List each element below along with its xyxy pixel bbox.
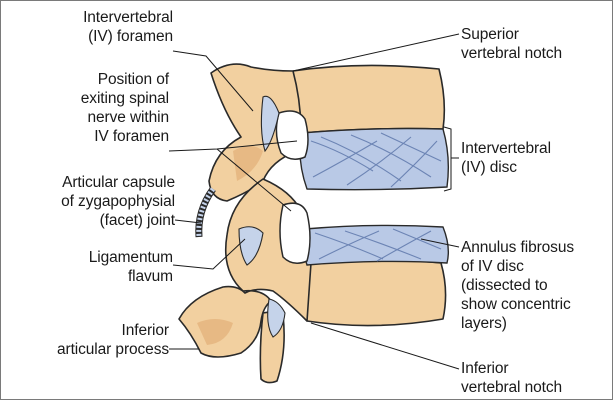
label-articular-capsule: Articular capsule of zygapophysial (face… <box>9 173 175 230</box>
label-annulus-fibrosus: Annulus fibrosus of IV disc (dissected t… <box>461 238 611 333</box>
label-superior-notch: Superior vertebral notch <box>461 25 609 63</box>
upper-vertebral-body <box>293 65 445 133</box>
leader-inferior-notch <box>311 323 459 369</box>
lower-iv-foramen <box>280 203 310 263</box>
label-iv-disc: Intervertebral (IV) disc <box>461 139 609 177</box>
label-iv-foramen: Intervertebral (IV) foramen <box>13 8 173 46</box>
label-spinal-nerve: Position of exiting spinal nerve within … <box>13 70 169 146</box>
lower-vertebral-body <box>305 260 446 326</box>
label-inferior-articular-process: Inferior articular process <box>9 321 169 359</box>
label-inferior-notch: Inferior vertebral notch <box>461 359 609 397</box>
upper-iv-foramen <box>276 111 308 159</box>
label-ligamentum-flavum: Ligamentum flavum <box>13 248 173 286</box>
annulus-fibrosus <box>303 225 448 265</box>
